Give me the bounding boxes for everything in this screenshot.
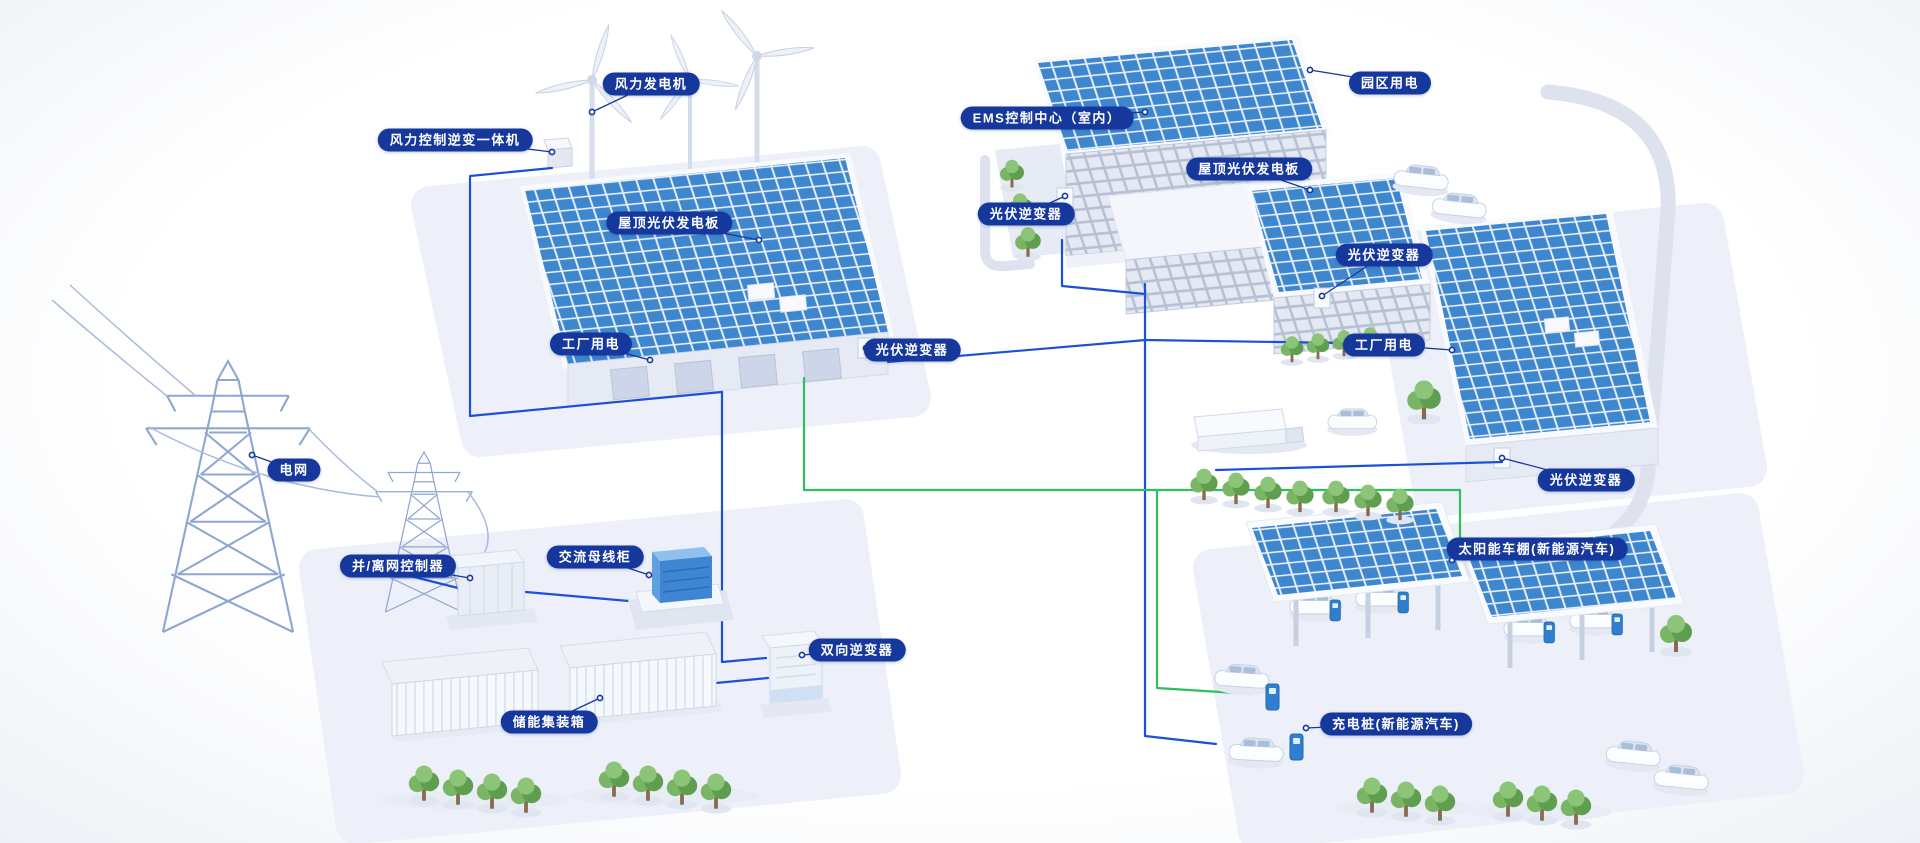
label-pv-inverter-3: 光伏逆变器 (863, 338, 961, 362)
label-factory-power-right: 工厂用电 (1342, 333, 1426, 357)
factory-right (1420, 208, 1659, 483)
label-rooftop-pv-right: 屋顶光伏发电板 (1186, 157, 1312, 181)
charging-pile-unit (1289, 733, 1304, 761)
ac-bus-cabinet-object (628, 547, 734, 630)
rooftop-pv-panels-office (1251, 178, 1422, 292)
pylon-large (145, 360, 311, 634)
charging-pile-unit (1265, 683, 1280, 711)
label-grid: 电网 (267, 458, 321, 482)
label-bidirectional-inverter: 双向逆变器 (808, 638, 906, 662)
trees (380, 159, 1692, 830)
label-wind-inverter: 风力控制逆变一体机 (377, 128, 533, 152)
charging-pile-unit (1543, 621, 1555, 644)
label-ems-center: EMS控制中心（室内） (960, 106, 1134, 130)
label-storage-container: 储能集装箱 (500, 710, 598, 734)
charging-pile-unit (1397, 591, 1409, 614)
label-rooftop-pv-left: 屋顶光伏发电板 (606, 211, 732, 235)
bidirectional-inverter-object (760, 630, 832, 718)
wind-turbine-1 (534, 22, 635, 199)
factory-left (520, 153, 894, 407)
grid-pylons (51, 284, 489, 634)
wind-turbine-2 (717, 8, 816, 171)
label-pv-inverter-4: 光伏逆变器 (1537, 468, 1635, 492)
pv-lines-green (802, 376, 1462, 696)
rooftop-pv-panels-right (1426, 214, 1650, 439)
label-solar-carport: 太阳能车棚(新能源汽车) (1446, 537, 1628, 561)
wind-turbine-3 (658, 33, 740, 178)
storage-container-2 (559, 631, 717, 721)
label-pv-inverter-2: 光伏逆变器 (1335, 243, 1433, 267)
label-factory-power-left: 工厂用电 (549, 332, 633, 356)
label-pv-inverter-1: 光伏逆变器 (977, 202, 1075, 226)
car (1326, 408, 1378, 437)
label-grid-controller: 并/离网控制器 (339, 554, 457, 578)
label-ac-bus-cabinet: 交流母线柜 (546, 545, 644, 569)
grid-controller-object (446, 549, 538, 630)
rooftop-pv-panels-left (525, 158, 888, 364)
label-charging-pile: 充电桩(新能源汽车) (1320, 712, 1472, 736)
label-park-power: 园区用电 (1348, 71, 1432, 95)
box-truck (1190, 408, 1308, 455)
wind-inverter-unit (543, 137, 573, 169)
charging-pile-unit (1611, 613, 1623, 636)
charging-pile-unit (1329, 599, 1341, 622)
car (1429, 190, 1490, 228)
carport-pv-roof-1 (1252, 509, 1462, 595)
label-wind-turbine: 风力发电机 (602, 72, 700, 96)
